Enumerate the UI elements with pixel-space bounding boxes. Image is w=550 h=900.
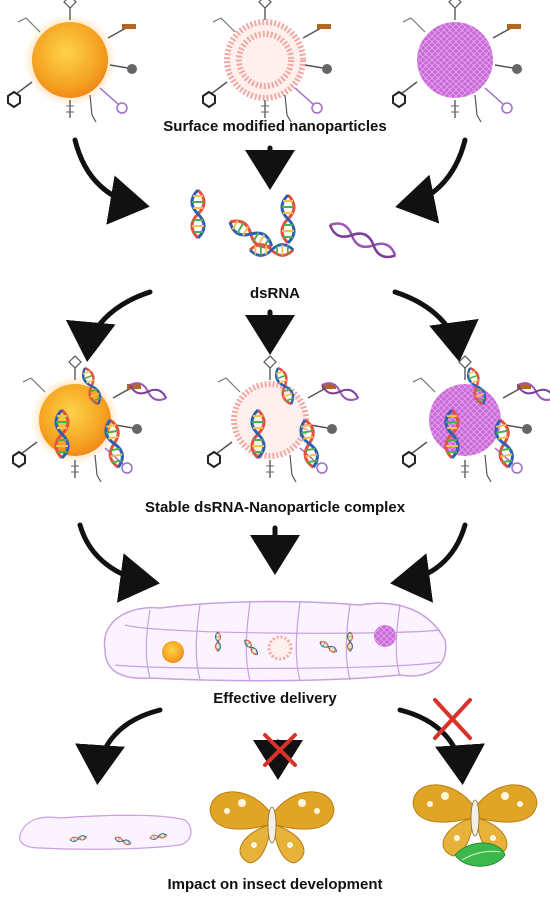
moth-normal — [209, 791, 335, 864]
moth-affected — [412, 784, 538, 867]
nanoparticle-orange — [7, 0, 138, 123]
label-stable-complex: Stable dsRNA-Nanoparticle complex — [144, 499, 406, 516]
arrows-to-delivery — [77, 522, 468, 603]
nanoparticle-liposome — [202, 0, 333, 123]
arrows-to-impact — [75, 707, 485, 785]
label-impact-on-development: Impact on insect development — [167, 876, 383, 893]
complex-liposome — [207, 355, 359, 483]
label-surface-modified-nanoparticles: Surface modified nanoparticles — [163, 118, 387, 135]
arrows-to-dsrna — [72, 137, 468, 225]
nanoparticle-purple — [392, 0, 523, 123]
arrows-to-complex — [65, 289, 479, 362]
blocked-cross-right — [433, 698, 472, 740]
larva-arrested — [19, 814, 192, 850]
complex-purple — [402, 355, 550, 483]
larva-delivery — [103, 600, 447, 682]
blocked-cross-center — [263, 733, 297, 767]
label-effective-delivery: Effective delivery — [213, 690, 337, 707]
dsrna-strands — [190, 188, 397, 259]
complex-orange — [12, 355, 167, 483]
label-dsrna: dsRNA — [249, 285, 300, 302]
